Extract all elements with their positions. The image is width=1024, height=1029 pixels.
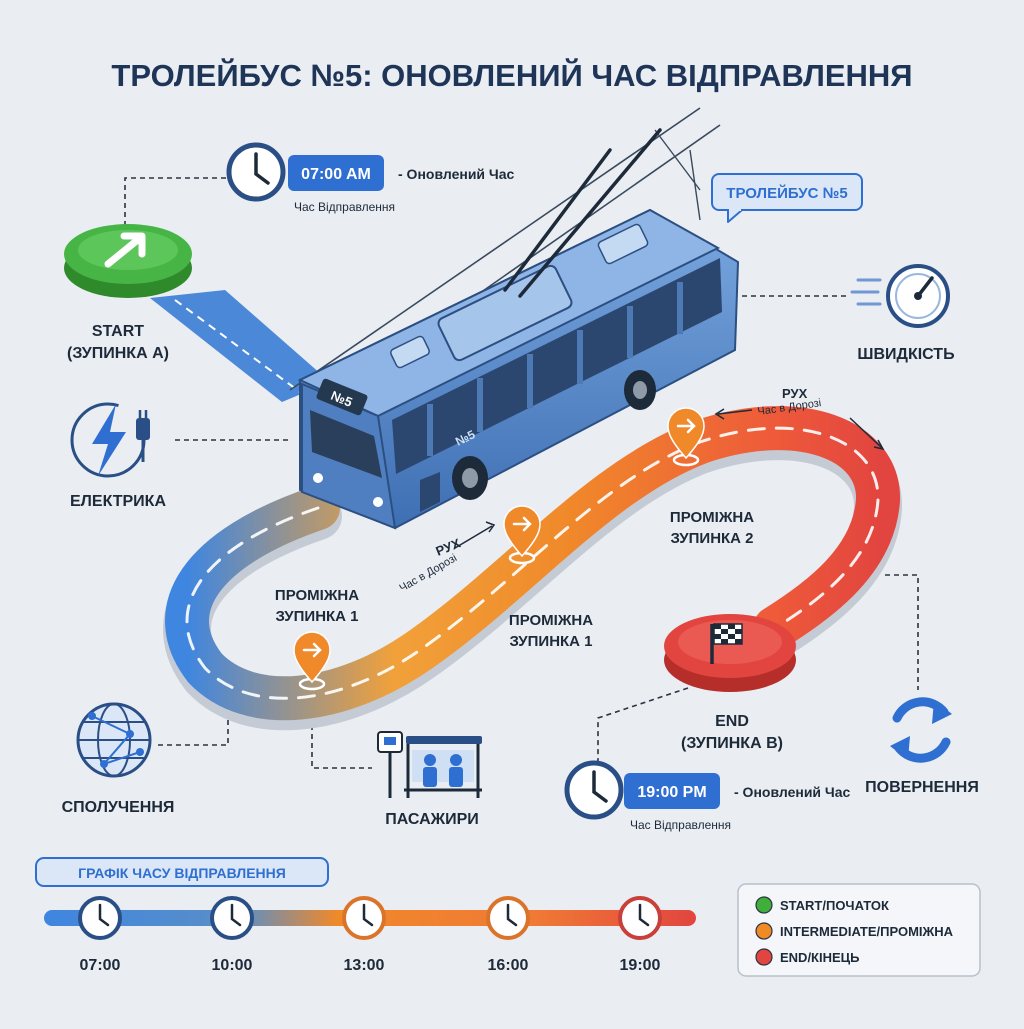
- departure-suffix: - Оновлений Час: [398, 166, 515, 182]
- connection-label: СПОЛУЧЕННЯ: [62, 799, 175, 816]
- overhead-wire: [654, 129, 701, 221]
- bus-stop-shelter-icon: [377, 731, 482, 798]
- legend-box: [737, 883, 981, 977]
- stop-pin-icon: [667, 407, 705, 467]
- bus-badge-text: ТРОЛЕЙБУС №5: [726, 184, 847, 202]
- speed-label: ШВИДКІСТЬ: [857, 346, 954, 363]
- legend: START/ПОЧАТОК INTERMEDIATE/ПРОМІЖНА END/КІ…: [755, 896, 954, 966]
- legend-item-label: INTERMEDIATE/ПРОМІЖНА: [780, 924, 954, 939]
- bus-badge: [711, 173, 863, 223]
- arrival-sub: Час Відправлення: [630, 818, 731, 832]
- stop-left-label-1: ПРОМІЖНА: [275, 587, 359, 604]
- timeline-marks: 07:00 10:00 13:00 16:00 19:00: [78, 896, 662, 974]
- timeline-label-box: [35, 857, 329, 887]
- timeline-label: ГРАФІК ЧАСУ ВІДПРАВЛЕННЯ: [78, 865, 286, 881]
- clock-icon: [210, 896, 254, 940]
- legend-swatch: [755, 948, 773, 966]
- clock-icon: [78, 896, 122, 940]
- arrival-suffix: - Оновлений Час: [734, 784, 851, 800]
- timeline-time-label: 19:00: [620, 957, 661, 974]
- departure-sub: Час Відправлення: [294, 200, 395, 214]
- speedometer-icon: [850, 264, 950, 328]
- timeline-time-label: 16:00: [488, 957, 529, 974]
- connector-passengers: [311, 725, 372, 769]
- movement-left-sub: Час в Дорозі: [398, 552, 460, 594]
- legend-item-label: END/КІНЕЦЬ: [780, 950, 860, 965]
- end-button: [664, 614, 796, 692]
- stop-middle-label-1: ПРОМІЖНА: [509, 612, 593, 629]
- clock-icon: [618, 896, 662, 940]
- clock-icon: [486, 896, 530, 940]
- movement-arrow: [849, 417, 883, 449]
- checkered-flag-icon: [710, 623, 743, 664]
- movement-arrow: [714, 408, 725, 420]
- stop-pin-icon: [503, 505, 541, 565]
- stop-left-label-2: ЗУПИНКА 1: [275, 608, 358, 625]
- refresh-icon: [890, 697, 952, 763]
- clock-icon: [564, 760, 624, 820]
- stop-right-label-1: ПРОМІЖНА: [670, 509, 754, 526]
- timeline-time-label: 10:00: [212, 957, 253, 974]
- movement-arrow: [454, 525, 493, 549]
- connector-end-clock: [597, 687, 689, 768]
- legend-item-label: START/ПОЧАТОК: [780, 898, 889, 913]
- route-path: [163, 406, 902, 731]
- end-label-2: (ЗУПИНКА B): [681, 735, 783, 752]
- return-label: ПОВЕРНЕННЯ: [865, 779, 979, 796]
- connector-start-clock: [124, 177, 228, 235]
- stop-middle-label-2: ЗУПИНКА 1: [509, 633, 592, 650]
- clock-icon: [226, 142, 286, 202]
- electric-plug-icon: [70, 402, 150, 478]
- globe-network-icon: [76, 702, 152, 778]
- page-title: ТРОЛЕЙБУС №5: ОНОВЛЕНИЙ ЧАС ВІДПРАВЛЕННЯ: [111, 57, 912, 93]
- clock-icon: [342, 896, 386, 940]
- movement-arrow: [717, 409, 753, 415]
- timeline-time-label: 13:00: [344, 957, 385, 974]
- start-label-1: START: [92, 323, 144, 340]
- stop-right-label-2: ЗУПИНКА 2: [670, 530, 753, 547]
- passengers-label: ПАСАЖИРИ: [385, 811, 479, 828]
- movement-right-title: РУХ: [782, 386, 808, 401]
- movement-arrow: [873, 439, 885, 451]
- departure-time: 07:00 AM: [301, 166, 371, 183]
- start-button: [64, 224, 192, 298]
- movement-arrow: [485, 521, 496, 533]
- arrival-time: 19:00 PM: [637, 784, 706, 801]
- arrow-icon: [104, 232, 146, 268]
- timeline-time-label: 07:00: [80, 957, 121, 974]
- stop-pin-icon: [293, 631, 331, 691]
- start-road-lane: [174, 299, 301, 393]
- legend-swatch: [755, 922, 773, 940]
- start-label-2: (ЗУПИНКА А): [67, 345, 169, 362]
- start-road: [150, 290, 330, 402]
- end-label-1: END: [715, 713, 749, 730]
- arrival-time-box: [624, 773, 720, 809]
- legend-swatch: [755, 896, 773, 914]
- trolleybus: №5 №5: [297, 128, 740, 530]
- trolley-pole: [503, 128, 662, 298]
- departure-time-box: [288, 155, 384, 191]
- connector-return: [885, 574, 919, 690]
- electric-label: ЕЛЕКТРИКА: [70, 493, 166, 510]
